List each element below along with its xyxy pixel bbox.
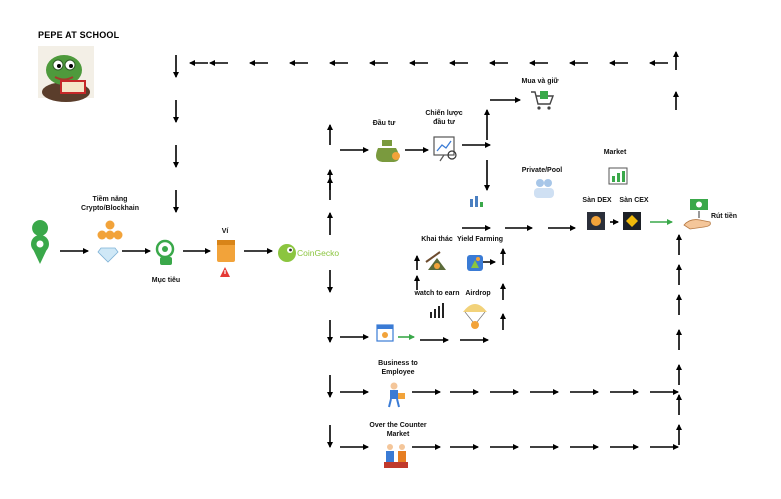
label-otc-market: Market: [386, 431, 410, 438]
label-over-the-counter: Over the Counter: [369, 422, 427, 429]
label-chien-luoc: Chiến lược: [425, 110, 463, 117]
people-pool-icon: [534, 179, 554, 198]
strategy-board-icon: [433, 136, 457, 162]
location-pin-icon: [31, 220, 49, 264]
coingecko-wordmark: CoinGecko: [297, 248, 339, 258]
dex-icon: [587, 212, 605, 230]
cex-icon: [623, 212, 641, 230]
money-bag-icon: [376, 140, 400, 162]
coins-icon: [97, 220, 123, 240]
growth-chart-icon: [470, 196, 483, 207]
label-market: Market: [603, 149, 627, 156]
growth-chart-icon: [430, 303, 444, 318]
label-san-cex: Sàn CEX: [619, 197, 649, 204]
wallet-icon: [217, 240, 235, 262]
warning-icon: [220, 267, 230, 277]
worker-icon: [388, 382, 405, 408]
label-dau-tu-2: đầu tư: [433, 119, 455, 126]
mining-icon: [425, 251, 446, 270]
label-muc-tieu: Mục tiêu: [151, 277, 181, 284]
label-san-dex: Sàn DEX: [582, 197, 612, 204]
coingecko-icon: [278, 244, 296, 262]
label-watch-to-earn: watch to earn: [414, 290, 460, 297]
cart-icon: [531, 91, 555, 110]
airdrop-icon: [463, 304, 487, 329]
label-rut-tien: Rút tiền: [710, 213, 738, 220]
farming-icon: [467, 255, 483, 271]
diamond-icon: [97, 247, 119, 263]
label-employee: Employee: [381, 369, 415, 376]
label-dau-tu: Đầu tư: [372, 120, 396, 127]
label-private-pool: Private/Pool: [521, 167, 563, 174]
label-vi: Ví: [221, 228, 229, 235]
pepe-avatar-icon: [38, 46, 94, 102]
target-icon: [155, 239, 175, 265]
page-title: PEPE AT SCHOOL: [38, 30, 120, 40]
label-mua-va-giu: Mua và giữ: [521, 78, 559, 85]
market-chart-icon: [608, 167, 628, 185]
label-khai-thac: Khai thác: [421, 236, 453, 243]
label-business-to: Business to: [378, 360, 418, 367]
label-tiem-nang: Tiềm năng: [92, 196, 128, 203]
label-crypto-blockchain: Crypto/Blockhain: [81, 205, 139, 212]
browser-coin-icon: [376, 324, 394, 342]
market-stall-icon: [384, 444, 408, 468]
label-airdrop: Airdrop: [465, 290, 491, 297]
cash-hand-icon: [683, 199, 711, 230]
arrow-layer: [60, 51, 682, 450]
label-yield-farming: Yield Farming: [456, 236, 504, 243]
